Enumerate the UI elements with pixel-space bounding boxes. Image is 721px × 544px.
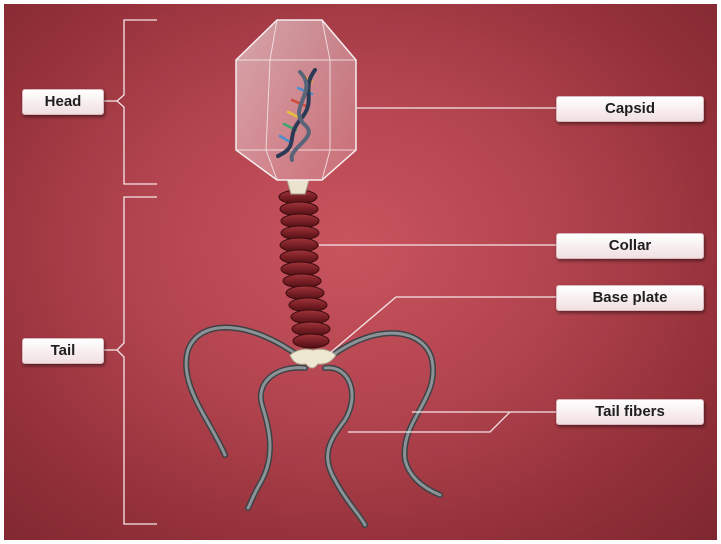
capsid-label: Capsid <box>556 96 704 122</box>
head-bracket <box>117 20 157 184</box>
head-label: Head <box>22 89 104 115</box>
capsid <box>236 20 356 180</box>
base-plate-label: Base plate <box>556 285 704 311</box>
tail-bracket <box>117 197 157 524</box>
collar-coils <box>279 190 330 348</box>
tail-label: Tail <box>22 338 104 364</box>
tail-fibers-label: Tail fibers <box>556 399 704 425</box>
collar-label: Collar <box>556 233 704 259</box>
leader-lines <box>319 108 556 432</box>
neck-connector <box>287 180 309 194</box>
